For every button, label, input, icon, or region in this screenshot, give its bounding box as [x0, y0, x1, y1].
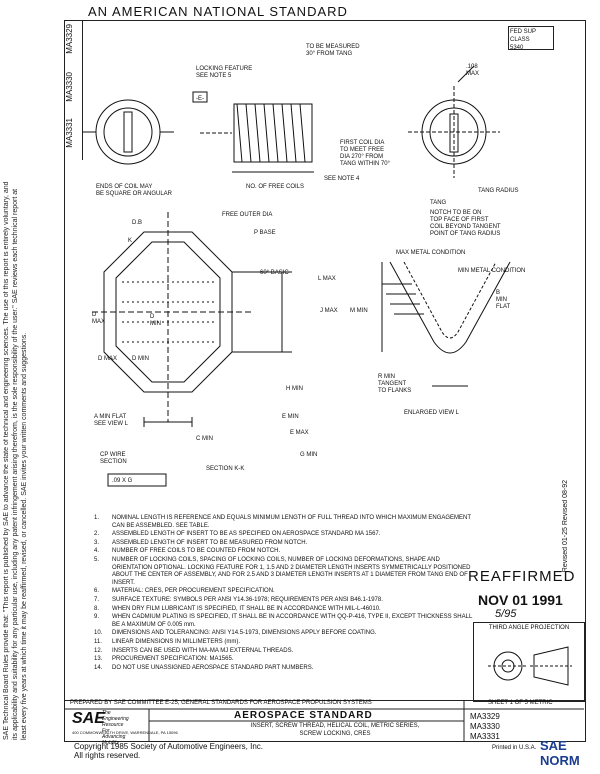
label-max-metal: MAX METAL CONDITION — [396, 250, 466, 256]
reaffirmed-initials: 5/95 — [495, 608, 517, 620]
label-d-min: D MIN — [132, 356, 149, 362]
third-angle-projection-box: THIRD ANGLE PROJECTION — [473, 622, 585, 702]
sae-disclaimer: SAE Technical Board Rules provide that: … — [3, 181, 28, 740]
printed-in: Printed in U.S.A. — [492, 745, 537, 751]
end-view-right — [408, 65, 500, 178]
label-p-base: P BASE — [254, 230, 276, 236]
label-c-min: C MIN — [196, 436, 213, 442]
label-a-min-flat: A MIN FLAT SEE VIEW L — [94, 414, 129, 427]
title-block — [64, 700, 584, 741]
part-number-strip: MA3329 MA3330 MA3331 — [64, 20, 83, 160]
label-first-coil: FIRST COIL DIA TO MEET FREE DIA 270° FRO… — [340, 140, 390, 167]
part-description: INSERT, SCREW THREAD, HELICAL COIL, METR… — [250, 723, 420, 737]
note-item: 7.SURFACE TEXTURE: SYMBOLS PER ANSI Y14.… — [94, 596, 383, 603]
label-locking-feature: LOCKING FEATURE SEE NOTE 5 — [196, 66, 253, 79]
note-item: 3.ASSEMBLED LENGTH OF INSERT TO BE MEASU… — [94, 539, 308, 546]
label-j-max: J MAX — [320, 308, 338, 314]
label-h-min: H MIN — [286, 386, 303, 392]
label-b-min-flat: B MIN FLAT — [496, 290, 511, 310]
note-item: 10.DIMENSIONS AND TOLERANCING: ANSI Y14.… — [94, 630, 377, 637]
enlarged-view-l — [381, 261, 511, 387]
aerospace-standard-title: AEROSPACE STANDARD — [234, 710, 373, 721]
label-enlarged-view: ENLARGED VIEW L — [404, 410, 460, 416]
third-angle-title: THIRD ANGLE PROJECTION — [488, 625, 570, 631]
label-l-max: L MAX — [318, 276, 336, 282]
technical-drawing — [82, 65, 511, 487]
label-angle: .108 MAX — [466, 64, 480, 77]
part-numbers: MA3329 MA3330 MA3331 — [470, 712, 500, 741]
label-section-kk: SECTION K-K — [206, 466, 245, 472]
label-d-min-2: D MIN — [150, 314, 161, 327]
sae-logo-tagline: The Engineering Resource For Advancing M… — [102, 710, 129, 746]
label-k-marker: K — [128, 238, 133, 244]
note-item: 8.WHEN DRY FILM LUBRICANT IS SPECIFIED, … — [94, 605, 381, 612]
notes-list: 1.NOMINAL LENGTH IS REFERENCE AND EQUALS… — [94, 515, 479, 673]
part-number-2: MA3330 — [65, 72, 74, 102]
copyright: Copyright 1985 Society of Automotive Eng… — [74, 742, 263, 760]
label-e-min: E MIN — [282, 414, 299, 420]
note-item: 9.WHEN CADMIUM PLATING IS SPECIFIED, IT … — [94, 614, 473, 628]
projection-symbol-icon — [488, 646, 572, 686]
feature-control-frame: .09 X G — [112, 478, 133, 484]
note-item: 13.PROCUREMENT SPECIFICATION: MA1565. — [94, 656, 234, 663]
end-view-left — [82, 99, 174, 165]
label-measured: TO BE MEASURED 30° FROM TANG — [306, 44, 360, 57]
sae-logo: SAE The Engineering Resource For Advanci… — [72, 710, 178, 746]
document-header-title: AN AMERICAN NATIONAL STANDARD — [88, 4, 348, 19]
note-item: 4.NUMBER OF FREE COILS TO BE COUNTED FRO… — [94, 548, 281, 555]
label-d-max: D MAX — [98, 356, 118, 362]
title-block-grid — [64, 701, 584, 741]
fsc-box: FED SUP CLASS 5340 — [508, 26, 554, 51]
label-see-note4: SEE NOTE 4 — [324, 176, 360, 182]
note-item: 1.NOMINAL LENGTH IS REFERENCE AND EQUALS… — [94, 515, 471, 529]
revision-history: Revised 01-25 Revised 08-92 — [562, 480, 569, 573]
label-m-min: M MIN — [350, 308, 368, 314]
label-cp-wire: CP WIRE SECTION — [100, 452, 127, 465]
note-item: 14.DO NOT USE UNASSIGNED AEROSPACE STAND… — [94, 664, 314, 671]
coil-side-view — [192, 91, 314, 173]
label-tang: TANG — [430, 200, 447, 206]
sheet-info: SHEET 1 OF 5 METRIC — [488, 700, 553, 706]
label-e-max: E MAX — [290, 430, 309, 436]
label-r-min: R MIN TANGENT TO FLANKS — [378, 374, 412, 394]
label-tang-radius: TANG RADIUS — [478, 188, 519, 194]
note-item: 5.NUMBER OF LOCKING COILS, SPACING OF LO… — [94, 556, 471, 586]
note-item: 2.ASSEMBLED LENGTH OF INSERT TO BE AS SP… — [94, 531, 381, 538]
section-k-k — [92, 212, 292, 487]
label-e-box: -E- — [196, 96, 204, 102]
label-dia: D.B — [132, 220, 143, 226]
reaffirmed-stamp: REAFFIRMED — [468, 568, 576, 585]
label-free-outer: FREE OUTER DIA — [222, 212, 273, 218]
note-item: 6.MATERIAL: CRES, PER PROCUREMENT SPECIF… — [94, 588, 275, 595]
part-number-1: MA3329 — [65, 24, 74, 54]
note-item: 11.LINEAR DIMENSIONS IN MILLIMETERS (mm)… — [94, 638, 241, 645]
drawing-sheet-border — [64, 20, 586, 742]
part-number-3: MA3331 — [65, 118, 74, 148]
label-g-min: G MIN — [300, 452, 318, 458]
sae-address: 400 COMMONWEALTH DRIVE, WARRENDALE, PA 1… — [72, 730, 178, 735]
sae-logo-text: SAE — [72, 710, 105, 727]
label-sixty-deg: 60° BASIC — [260, 270, 289, 276]
saenorm-watermark: SAE NORM — [540, 738, 580, 768]
note-item: 12.INSERTS CAN BE USED WITH MA-MA MJ EXT… — [94, 647, 294, 654]
label-free-coils: NO. OF FREE COILS — [246, 184, 305, 190]
label-ends-of-coil: ENDS OF COIL MAY BE SQUARE OR ANGULAR — [96, 184, 173, 197]
prepared-by: PREPARED BY SAE COMMITTEE E-25, GENERAL … — [70, 700, 372, 706]
reaffirmed-date: NOV 01 1991 — [478, 592, 563, 608]
label-min-metal: MIN METAL CONDITION — [458, 268, 526, 274]
label-d-max-2: D MAX — [92, 312, 106, 325]
label-notch: NOTCH TO BE ON TOP FACE OF FIRST COIL BE… — [430, 210, 501, 237]
